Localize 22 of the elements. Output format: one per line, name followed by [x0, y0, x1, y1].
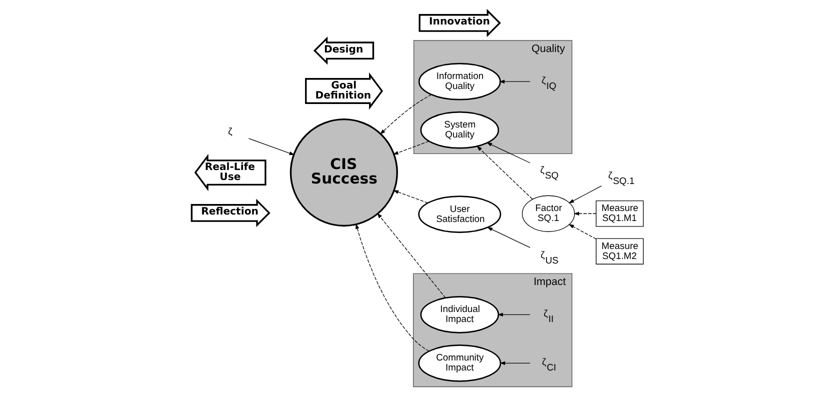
arrow — [573, 212, 596, 216]
node-ellipse: System Quality — [420, 111, 499, 149]
arrow — [376, 212, 446, 298]
node-box: Measure SQ1.M2 — [595, 238, 644, 264]
arrow — [379, 94, 432, 134]
node-box: Measure SQ1.M1 — [595, 200, 644, 227]
arrow — [486, 142, 530, 164]
node-text: ζ — [228, 126, 232, 137]
arrow — [568, 186, 602, 204]
arrow — [248, 138, 294, 156]
arrow — [355, 224, 429, 352]
arrow — [498, 80, 530, 84]
arrow — [392, 140, 429, 155]
node-ellipse: Information Quality — [418, 62, 500, 100]
arrow — [486, 227, 530, 248]
arrow — [499, 361, 530, 366]
arrow — [568, 224, 596, 240]
arrow — [497, 312, 530, 317]
arrow — [392, 190, 428, 204]
arrow — [476, 146, 532, 200]
node-ellipse: Community Impact — [418, 344, 501, 382]
node-ellipse: Individual Impact — [420, 296, 499, 334]
